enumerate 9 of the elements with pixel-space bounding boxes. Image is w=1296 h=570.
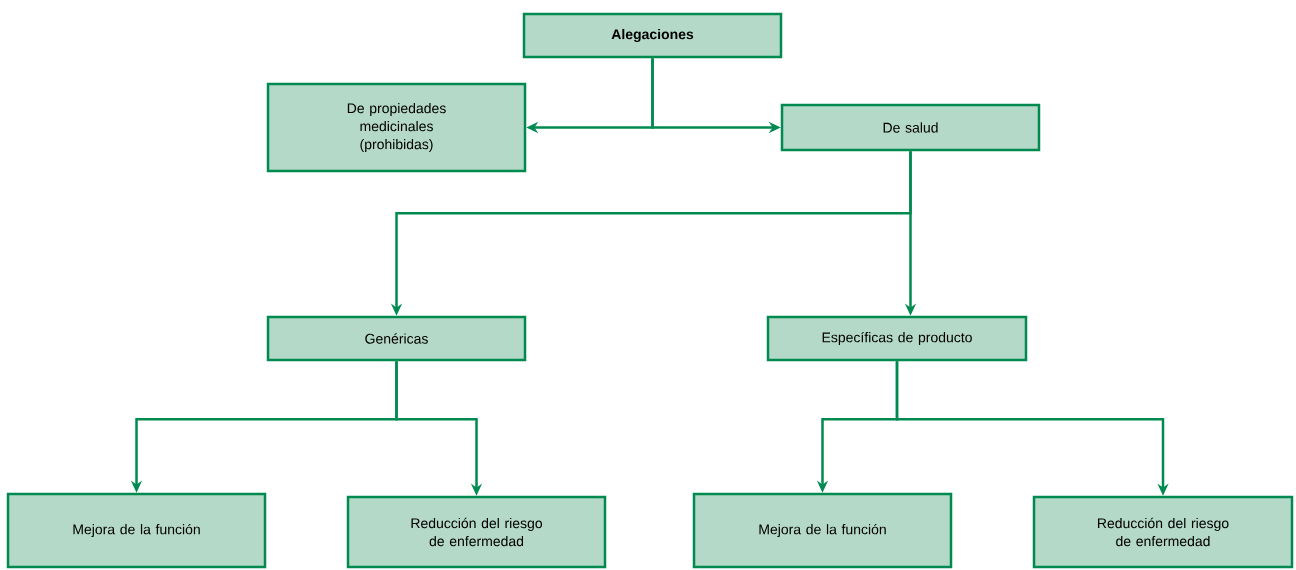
box: Mejora de la función <box>692 492 953 569</box>
box: Reducción del riesgo de enfermedad <box>346 495 607 569</box>
box: Mejora de la función <box>6 492 267 569</box>
box: Específicas de producto <box>766 315 1028 362</box>
box: De propiedades medicinales (prohibidas) <box>266 82 527 173</box>
box: De salud <box>780 103 1041 152</box>
box: Reducción del riesgo de enfermedad <box>1032 495 1294 569</box>
box: Genéricas <box>266 315 527 362</box>
box: Alegaciones <box>522 12 783 59</box>
